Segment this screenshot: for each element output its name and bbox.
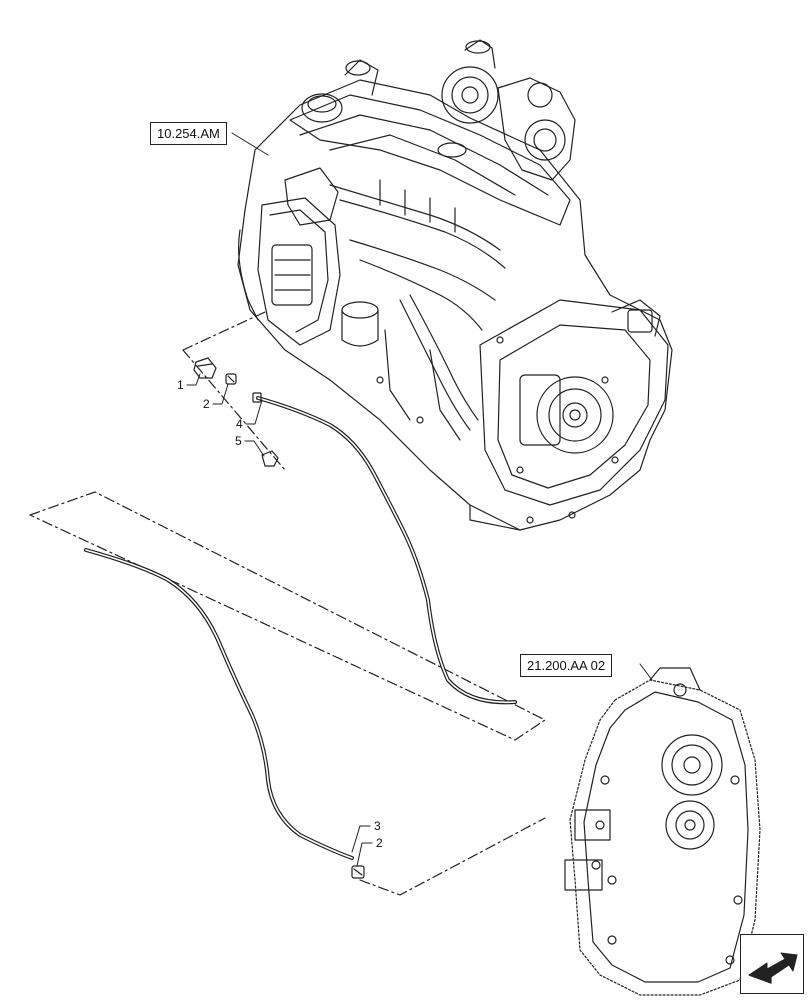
tube-lower	[84, 548, 354, 860]
callout-2-top: 2	[203, 397, 210, 411]
fitting-part-5	[261, 450, 279, 467]
transmission-housing	[564, 667, 761, 996]
callout-3: 3	[374, 819, 381, 833]
callout-5: 5	[235, 434, 242, 448]
next-page-button[interactable]	[740, 934, 804, 994]
callout-2-bottom: 2	[376, 836, 383, 850]
leader-lines	[29, 311, 546, 896]
callout-1: 1	[177, 378, 184, 392]
fitting-part-1	[193, 357, 217, 379]
engine-reference-label[interactable]: 10.254.AM	[150, 122, 227, 145]
callout-4: 4	[236, 417, 243, 431]
engine-assembly	[237, 39, 673, 531]
tube-upper	[252, 392, 517, 705]
fitting-part-2-top	[225, 373, 237, 385]
next-page-arrow-icon	[748, 952, 798, 984]
fitting-part-2-bottom	[351, 865, 365, 879]
callout-leaders	[186, 132, 653, 867]
transmission-reference-label[interactable]: 21.200.AA 02	[520, 654, 613, 677]
